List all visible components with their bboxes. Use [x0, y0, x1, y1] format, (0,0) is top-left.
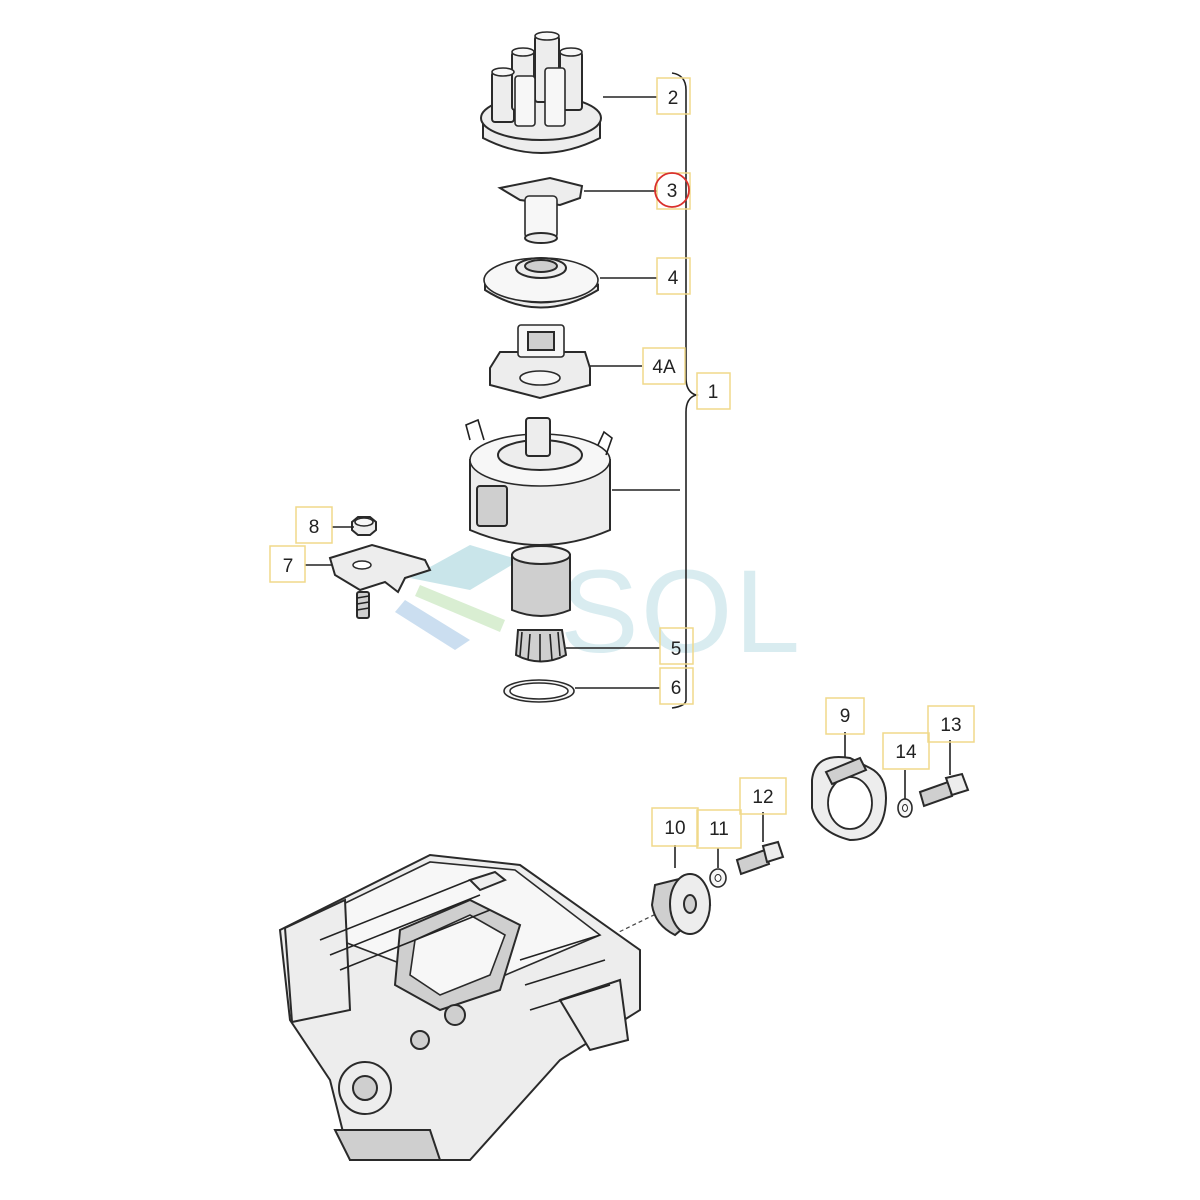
svg-text:7: 7 [283, 556, 294, 577]
svg-text:1: 1 [708, 382, 719, 403]
callout-13: 13 [927, 705, 975, 743]
callout-3: 3 [654, 172, 691, 210]
distributor-housing [465, 417, 613, 617]
bolt-13 [918, 772, 970, 808]
svg-text:11: 11 [709, 819, 729, 840]
svg-text:10: 10 [664, 818, 685, 839]
callout-11: 11 [696, 809, 742, 849]
callouts: 2 3 4 4A 1 8 7 5 [269, 77, 975, 849]
o-ring [503, 679, 575, 703]
washer-14 [897, 798, 913, 818]
bracket-clamp [811, 756, 887, 842]
watermark-logo-icon [410, 545, 520, 590]
bolt-12 [735, 840, 785, 876]
distributor-rotor [497, 176, 584, 244]
watermark-logo-stripe-icon [395, 600, 470, 650]
watermark-logo-stripe-icon [415, 585, 505, 632]
callout-8: 8 [295, 506, 333, 544]
bracket-1 [671, 72, 699, 709]
callout-12: 12 [739, 777, 787, 815]
callout-5: 5 [659, 627, 694, 665]
callout-9: 9 [825, 697, 865, 735]
drive-gear [514, 629, 568, 663]
nut [351, 516, 377, 536]
svg-text:12: 12 [752, 787, 773, 808]
svg-text:9: 9 [840, 706, 851, 727]
callout-1: 1 [696, 372, 731, 410]
engine-block [278, 853, 641, 1161]
clamp-plate [328, 543, 432, 594]
leader-lines [305, 96, 951, 951]
washer-11 [709, 868, 727, 888]
watermark: SOL [395, 545, 802, 678]
distributor-cap [480, 31, 602, 154]
callout-7: 7 [269, 545, 306, 583]
callout-6: 6 [659, 667, 694, 705]
svg-text:3: 3 [667, 181, 678, 202]
svg-text:2: 2 [668, 88, 679, 109]
watermark-text: SOL [560, 546, 802, 678]
svg-text:13: 13 [940, 715, 961, 736]
svg-text:4: 4 [668, 268, 679, 289]
dust-shield [483, 257, 599, 309]
callout-4a: 4A [642, 347, 686, 385]
callout-14: 14 [882, 732, 930, 770]
svg-text:4A: 4A [652, 357, 676, 378]
rubber-mount [650, 873, 712, 937]
highlight-circle [654, 172, 690, 208]
svg-text:14: 14 [895, 742, 917, 763]
svg-text:6: 6 [671, 678, 682, 699]
clamp-bolt [356, 591, 370, 619]
callout-10: 10 [651, 807, 699, 847]
callout-4: 4 [656, 257, 691, 295]
svg-text:8: 8 [309, 517, 320, 538]
svg-text:5: 5 [671, 639, 682, 660]
hall-sender [489, 324, 591, 400]
callout-2: 2 [656, 77, 691, 115]
